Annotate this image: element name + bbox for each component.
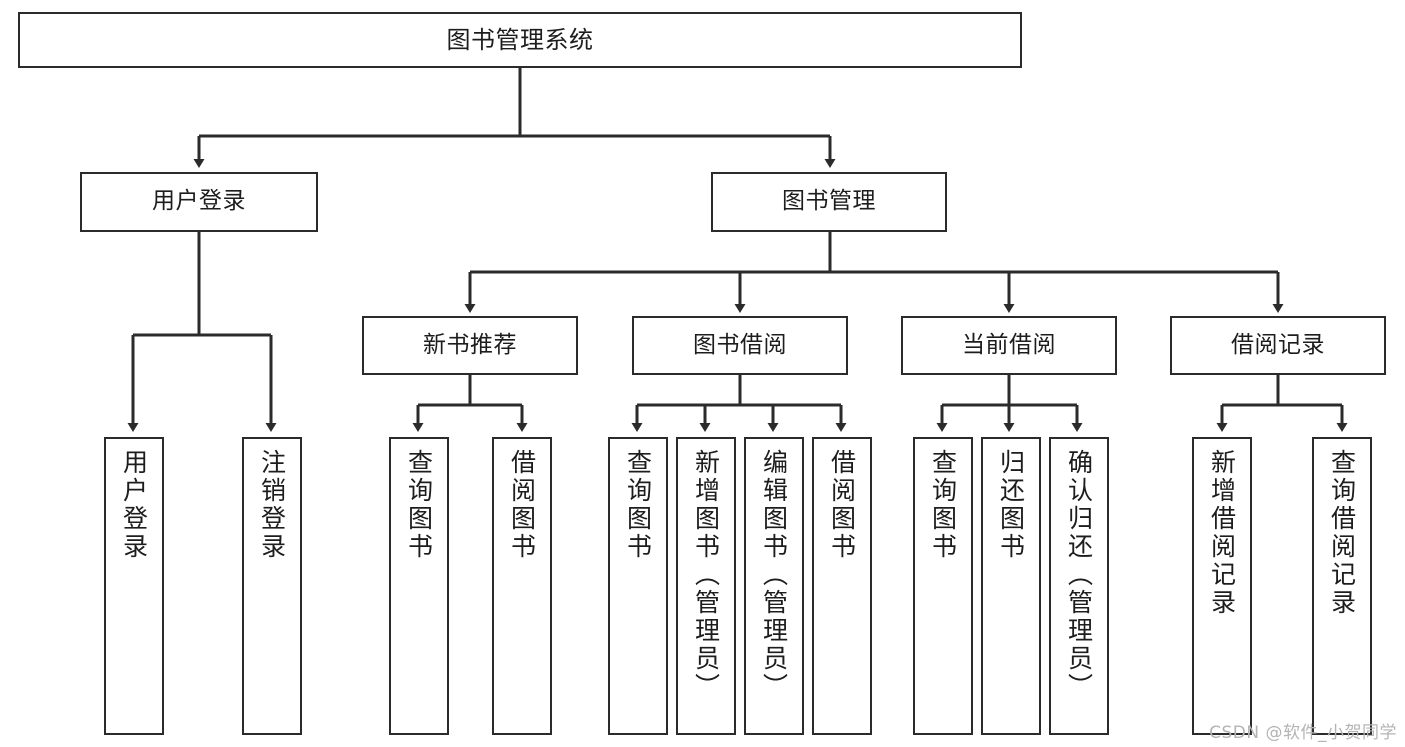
node-label: 新增图书（管理员） [691, 449, 721, 701]
leaf-borrow-book-2[interactable]: 借阅图书 [812, 437, 872, 735]
leaf-logout[interactable]: 注销登录 [242, 437, 302, 735]
node-book-borrowing[interactable]: 图书借阅 [632, 316, 848, 375]
node-book-management[interactable]: 图书管理 [711, 172, 947, 232]
node-user-login[interactable]: 用户登录 [80, 172, 318, 232]
leaf-user-login[interactable]: 用户登录 [104, 437, 164, 735]
csdn-watermark: CSDN @软件_小贺同学 [1209, 723, 1397, 743]
leaf-query-book-2[interactable]: 查询图书 [608, 437, 668, 735]
node-label: 新书推荐 [423, 331, 517, 358]
leaf-query-book-1[interactable]: 查询图书 [389, 437, 449, 735]
node-label: 图书借阅 [693, 331, 787, 358]
node-label: 编辑图书（管理员） [759, 449, 789, 701]
node-borrowing-record[interactable]: 借阅记录 [1170, 316, 1386, 375]
node-label: 图书管理系统 [446, 25, 594, 54]
node-label: 借阅图书 [827, 449, 857, 561]
node-new-book-recommendation[interactable]: 新书推荐 [362, 316, 578, 375]
leaf-borrow-book-1[interactable]: 借阅图书 [492, 437, 552, 735]
node-label: 注销登录 [257, 449, 287, 561]
node-label: 归还图书 [996, 449, 1026, 561]
node-label: 借阅图书 [507, 449, 537, 561]
leaf-add-book-admin[interactable]: 新增图书（管理员） [676, 437, 736, 735]
node-label: 新增借阅记录 [1207, 449, 1237, 617]
leaf-query-borrowing-record[interactable]: 查询借阅记录 [1312, 437, 1372, 735]
node-label: 用户登录 [119, 449, 149, 561]
leaf-return-book[interactable]: 归还图书 [981, 437, 1041, 735]
node-label: 查询借阅记录 [1327, 449, 1357, 617]
node-label: 查询图书 [404, 449, 434, 561]
leaf-confirm-return-admin[interactable]: 确认归还（管理员） [1049, 437, 1109, 735]
node-label: 图书管理 [782, 188, 876, 215]
node-label: 借阅记录 [1231, 331, 1325, 358]
leaf-add-borrowing-record[interactable]: 新增借阅记录 [1192, 437, 1252, 735]
node-label: 确认归还（管理员） [1064, 449, 1094, 701]
node-label: 当前借阅 [962, 331, 1056, 358]
node-label: 查询图书 [928, 449, 958, 561]
node-label: 用户登录 [152, 188, 246, 215]
leaf-edit-book-admin[interactable]: 编辑图书（管理员） [744, 437, 804, 735]
node-label: 查询图书 [623, 449, 653, 561]
leaf-query-book-3[interactable]: 查询图书 [913, 437, 973, 735]
node-root-book-management-system[interactable]: 图书管理系统 [18, 12, 1022, 68]
node-current-borrowing[interactable]: 当前借阅 [901, 316, 1117, 375]
